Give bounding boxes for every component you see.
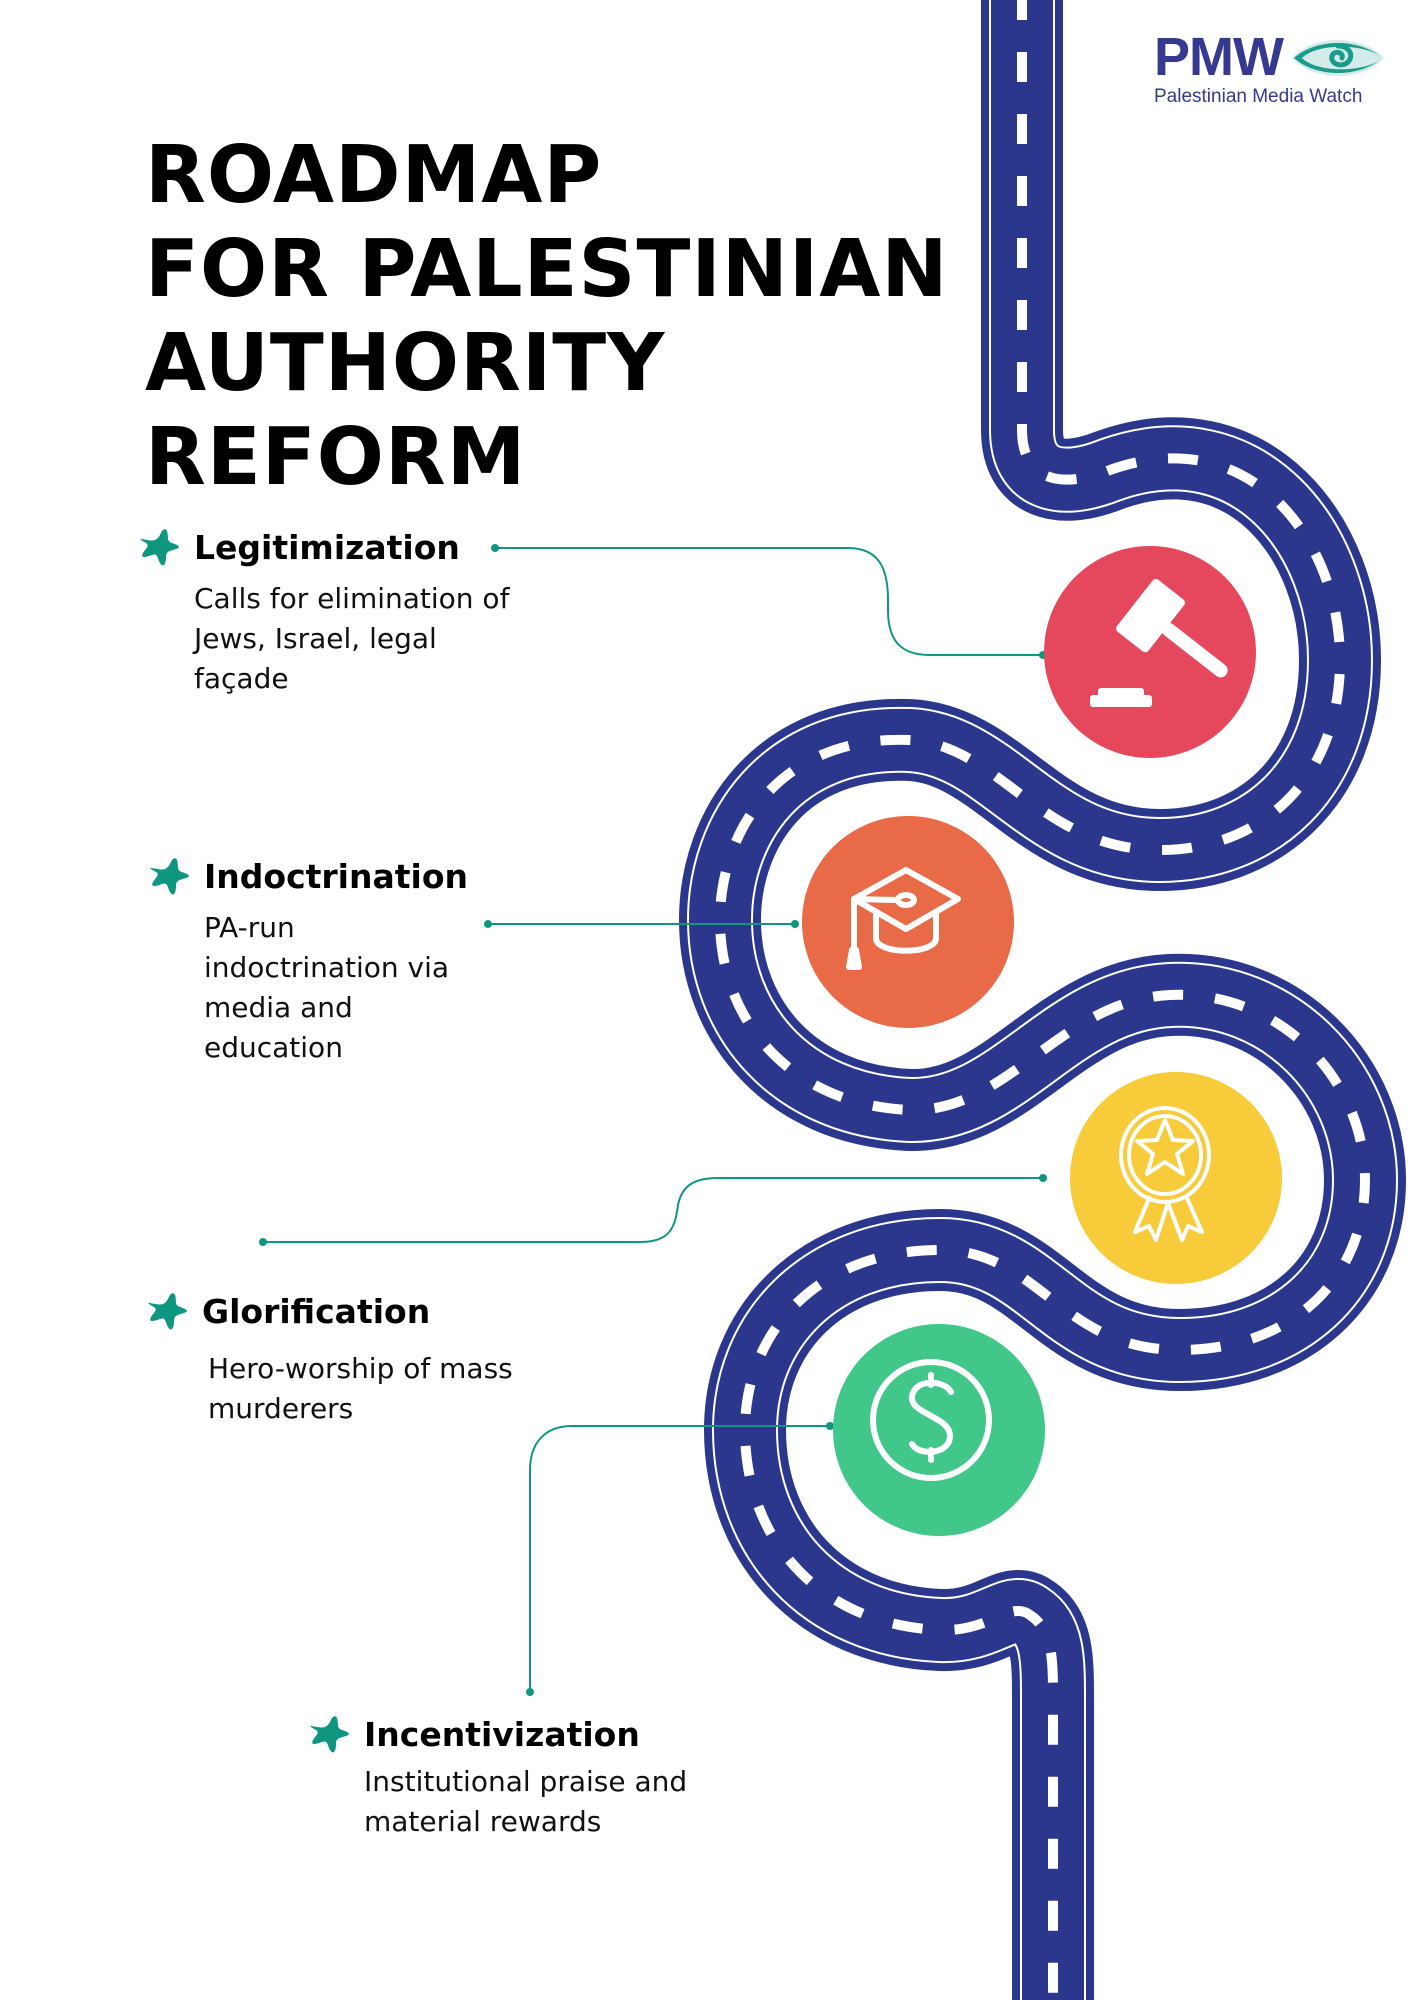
graduation-cap-icon: [846, 867, 961, 970]
pmw-logo: PMW Palestinian Media Watch: [1152, 30, 1392, 112]
step-title: Glorification: [202, 1291, 431, 1331]
step-circle-incentivization: [833, 1324, 1045, 1536]
star-icon: [150, 858, 189, 895]
eye-icon: [1292, 40, 1384, 76]
dollar-coin-icon: [870, 1359, 992, 1481]
logo-acronym: PMW: [1154, 27, 1284, 87]
page-title: ROADMAP FOR PALESTINIAN AUTHORITY REFORM: [145, 128, 949, 504]
step-circle-legitimization: [1044, 546, 1256, 758]
star-icon: [140, 529, 179, 566]
step-legitimization: Legitimization Calls for elimination of …: [138, 525, 509, 699]
title-line: FOR PALESTINIAN: [145, 223, 949, 315]
step-title: Legitimization: [194, 527, 460, 567]
step-circle-indoctrination: [802, 816, 1014, 1028]
title-line: AUTHORITY: [145, 317, 666, 409]
connectors: [263, 547, 1043, 1692]
connector-glorification: [263, 1177, 1043, 1243]
star-icon: [310, 1716, 349, 1753]
step-indoctrination: Indoctrination PA-run indoctrination via…: [148, 854, 468, 1068]
connector-legitimization: [495, 547, 1043, 656]
logo-name: Palestinian Media Watch: [1154, 86, 1363, 107]
step-circle-glorification: [1070, 1072, 1282, 1284]
step-title: Incentivization: [364, 1714, 640, 1754]
step-description: PA-run indoctrination via media and educ…: [204, 911, 450, 1064]
star-icon: [148, 1293, 187, 1330]
step-incentivization: Incentivization Institutional praise and…: [308, 1712, 687, 1842]
step-description: Calls for elimination of Jews, Israel, l…: [194, 582, 510, 695]
connector-incentivization: [529, 1425, 830, 1692]
step-glorification: Glorification Hero-worship of mass murde…: [146, 1289, 513, 1429]
connector-dots: [259, 544, 1047, 1696]
step-title: Indoctrination: [204, 856, 468, 896]
title-line: ROADMAP: [145, 129, 603, 221]
step-description: Hero-worship of mass murderers: [208, 1352, 513, 1425]
title-line: REFORM: [145, 411, 527, 503]
step-description: Institutional praise and material reward…: [364, 1765, 688, 1838]
award-ribbon-icon: [1119, 1106, 1211, 1242]
gavel-icon: [1090, 578, 1228, 707]
